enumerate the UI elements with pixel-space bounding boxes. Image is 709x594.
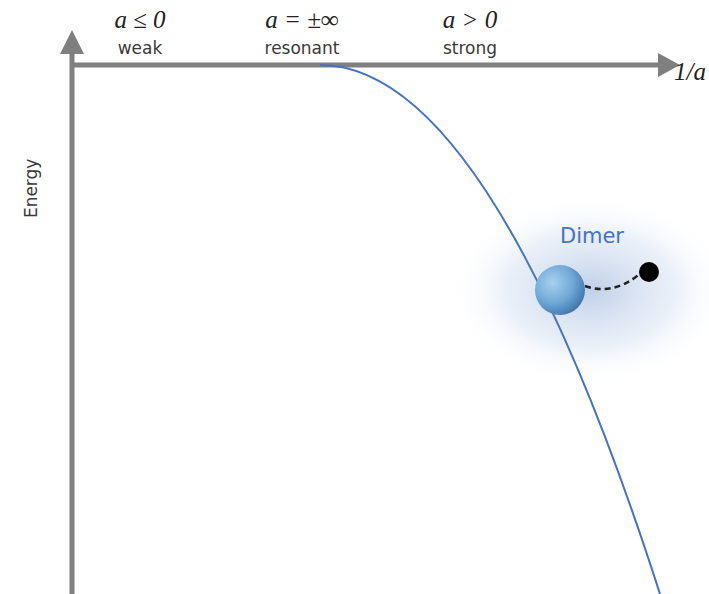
atom-small <box>639 262 659 282</box>
axis-label: Energy <box>23 158 42 218</box>
regime-condition: a ≤ 0 <box>114 6 165 34</box>
regime-name: weak <box>118 39 163 58</box>
regime-condition: a > 0 <box>443 6 497 34</box>
regime-condition: a = ±∞ <box>265 6 338 34</box>
dimer-energy-curve <box>320 65 660 594</box>
dimer-glow <box>450 195 709 385</box>
regime-name: resonant <box>265 39 340 58</box>
horizontal-axis <box>70 63 662 68</box>
vertical-arrowhead <box>60 30 84 54</box>
regime-name: strong <box>443 39 497 58</box>
axis-label: 1/a <box>674 58 706 86</box>
atom-large <box>535 265 585 315</box>
state-label: Dimer <box>560 225 624 248</box>
bond-line <box>585 274 640 289</box>
vertical-axis <box>70 52 75 594</box>
